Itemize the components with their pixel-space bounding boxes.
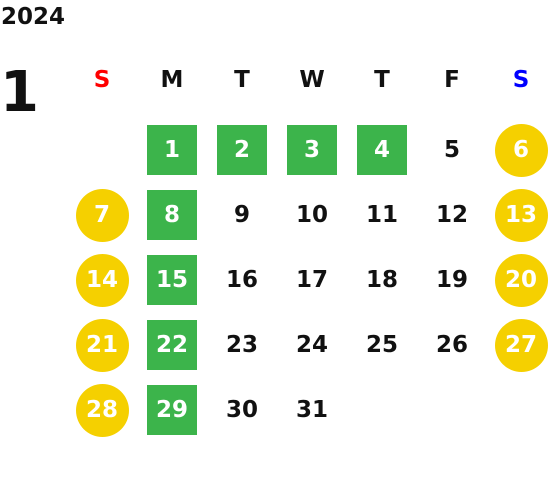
weekday-header: T — [234, 67, 250, 93]
day-cell: 27 — [494, 318, 548, 372]
day-cell: 20 — [494, 253, 548, 307]
day-cell: 4 — [357, 125, 407, 175]
day-cell: 24 — [295, 332, 328, 358]
day-cell: 25 — [365, 332, 398, 358]
day-cell: 14 — [75, 253, 129, 307]
day-cell: 10 — [295, 202, 328, 228]
day-cell: 31 — [295, 397, 328, 423]
day-cell: 17 — [295, 267, 328, 293]
day-cell: 22 — [147, 320, 197, 370]
day-cell: 30 — [225, 397, 258, 423]
day-cell: 9 — [233, 202, 250, 228]
day-cell: 5 — [443, 137, 460, 163]
day-cell: 1 — [147, 125, 197, 175]
day-cell: 11 — [365, 202, 398, 228]
day-cell: 12 — [435, 202, 468, 228]
weekday-header: T — [374, 67, 390, 93]
weekday-header: S — [93, 67, 111, 93]
day-cell: 18 — [365, 267, 398, 293]
weekday-header: M — [160, 67, 184, 93]
weekday-header: W — [299, 67, 325, 93]
day-cell: 15 — [147, 255, 197, 305]
day-cell: 2 — [217, 125, 267, 175]
day-cell: 26 — [435, 332, 468, 358]
day-cell: 23 — [225, 332, 258, 358]
day-cell: 19 — [435, 267, 468, 293]
day-cell: 6 — [494, 123, 548, 177]
day-cell: 3 — [287, 125, 337, 175]
weekday-header: F — [444, 67, 460, 93]
day-cell: 28 — [75, 383, 129, 437]
day-cell: 29 — [147, 385, 197, 435]
month-number: 1 — [0, 60, 39, 125]
weekday-header: S — [512, 67, 530, 93]
day-cell: 7 — [75, 188, 129, 242]
day-cell: 13 — [494, 188, 548, 242]
day-cell: 21 — [75, 318, 129, 372]
day-cell: 8 — [147, 190, 197, 240]
year-label: 2024 — [1, 4, 66, 30]
day-cell: 16 — [225, 267, 258, 293]
